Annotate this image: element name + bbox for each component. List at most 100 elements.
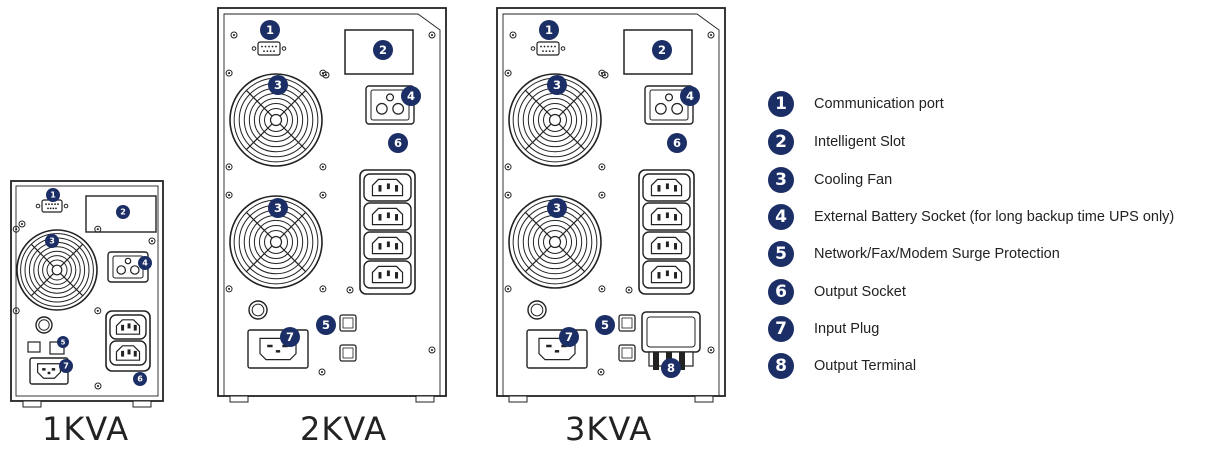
screw-icon [18, 220, 26, 228]
outlet-panel [105, 310, 151, 372]
screw-icon [504, 285, 512, 293]
foot [132, 400, 152, 408]
screw-icon [707, 346, 715, 354]
callout-badge-5-icon: 5 [57, 336, 69, 348]
communication-port-icon [530, 41, 566, 56]
svg-text:4: 4 [686, 89, 694, 103]
screw-icon [346, 286, 354, 294]
communication-port-icon [35, 199, 69, 213]
legend-text: Communication port [814, 96, 944, 112]
screw-icon [598, 163, 606, 171]
svg-text:2: 2 [120, 208, 126, 217]
callout-badge-3-icon: 3 [45, 234, 59, 248]
screw-icon [504, 69, 512, 77]
output-socket-icon [642, 202, 691, 231]
callout-badge-1-icon: 1 [539, 20, 559, 40]
svg-text:4: 4 [142, 259, 148, 268]
svg-text:6: 6 [394, 136, 402, 150]
svg-text:7: 7 [565, 330, 573, 344]
output-socket-icon [363, 231, 412, 260]
input-plug-icon [29, 357, 69, 385]
outlet-panel [359, 169, 416, 295]
screw-icon [225, 191, 233, 199]
legend-item-intelligent-slot: 2 Intelligent Slot [768, 128, 905, 156]
rj-port-icon [339, 344, 357, 362]
screw-icon [428, 346, 436, 354]
foot [415, 395, 435, 403]
legend-item-surge-protection: 5 Network/Fax/Modem Surge Protection [768, 240, 1060, 268]
callout-badge-8-icon: 8 [661, 358, 681, 378]
ups-1kva-rear-panel: 1 2 3 4 5 6 7 [10, 180, 164, 408]
ups-3kva-rear-panel: 1 2 3 3 4 6 7 5 8 [496, 7, 726, 403]
legend-text: Network/Fax/Modem Surge Protection [814, 246, 1060, 262]
screw-icon [225, 285, 233, 293]
screw-icon [225, 163, 233, 171]
screw-icon [319, 163, 327, 171]
badge-4-icon: 4 [768, 204, 794, 230]
screw-icon [319, 191, 327, 199]
callout-badge-6-icon: 6 [133, 372, 147, 386]
callout-badge-1-icon: 1 [46, 188, 60, 202]
callout-badge-5-icon: 5 [595, 315, 615, 335]
output-socket-icon [363, 260, 412, 289]
rj-port-icon [618, 314, 636, 332]
callout-badge-6-icon: 6 [667, 133, 687, 153]
legend-item-external-battery-socket: 4 External Battery Socket (for long back… [768, 203, 1174, 231]
screw-icon [318, 368, 326, 376]
screw-icon [598, 191, 606, 199]
svg-text:2: 2 [658, 43, 666, 57]
svg-text:3: 3 [553, 201, 561, 215]
screw-icon [504, 163, 512, 171]
svg-text:7: 7 [286, 330, 294, 344]
badge-7-icon: 7 [768, 316, 794, 342]
svg-text:3: 3 [553, 78, 561, 92]
callout-badge-4-icon: 4 [401, 86, 421, 106]
callout-badge-3-icon: 3 [547, 198, 567, 218]
callout-badge-6-icon: 6 [388, 133, 408, 153]
rj-port-icon [27, 341, 41, 353]
screw-icon [94, 382, 102, 390]
badge-3-icon: 3 [768, 167, 794, 193]
cooling-fan-icon [225, 191, 327, 293]
model-label-3kva: 3KVA [565, 410, 653, 448]
svg-text:8: 8 [667, 361, 675, 375]
callout-badge-7-icon: 7 [280, 327, 300, 347]
breaker-icon [527, 300, 547, 320]
screw-icon [12, 307, 20, 315]
output-socket-icon [363, 202, 412, 231]
screw-icon [319, 285, 327, 293]
output-socket-icon [109, 314, 147, 340]
screw-icon [12, 225, 20, 233]
screw-icon [94, 225, 102, 233]
foot [508, 395, 528, 403]
svg-text:1: 1 [545, 23, 553, 37]
legend-text: Intelligent Slot [814, 134, 906, 150]
foot [229, 395, 249, 403]
screw-icon [230, 31, 238, 39]
screw-icon [428, 31, 436, 39]
screw-icon [625, 286, 633, 294]
badge-8-icon: 8 [768, 353, 794, 379]
screw-icon [598, 285, 606, 293]
callout-badge-2-icon: 2 [652, 40, 672, 60]
callout-badge-2-icon: 2 [116, 205, 130, 219]
legend-item-output-socket: 6 Output Socket [768, 278, 906, 306]
legend-text: Output Terminal [814, 358, 917, 374]
screw-icon [322, 71, 330, 79]
callout-badge-7-icon: 7 [59, 359, 73, 373]
output-socket-icon [363, 173, 412, 202]
svg-text:3: 3 [49, 237, 55, 246]
callout-badge-5-icon: 5 [316, 315, 336, 335]
rj-port-icon [618, 344, 636, 362]
svg-text:5: 5 [322, 318, 330, 332]
svg-text:7: 7 [63, 362, 69, 371]
badge-1-icon: 1 [768, 91, 794, 117]
legend-text: External Battery Socket (for long backup… [814, 209, 1175, 225]
callout-badge-7-icon: 7 [559, 327, 579, 347]
screw-icon [94, 307, 102, 315]
legend-item-input-plug: 7 Input Plug [768, 315, 879, 343]
callout-badge-1-icon: 1 [260, 20, 280, 40]
legend-item-communication-port: 1 Communication port [768, 90, 944, 118]
callout-badge-3-icon: 3 [547, 75, 567, 95]
legend-item-cooling-fan: 3 Cooling Fan [768, 166, 892, 194]
